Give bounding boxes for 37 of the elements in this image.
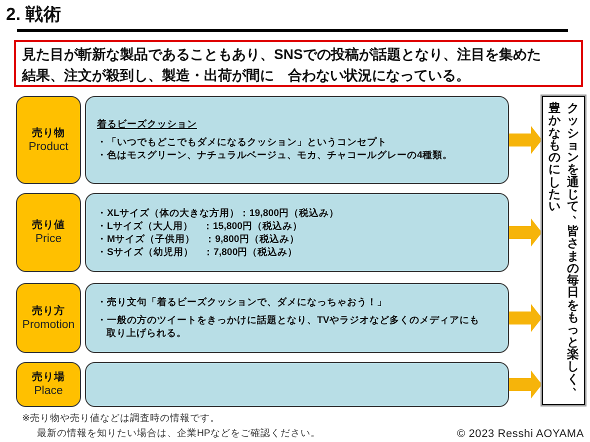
category-box	[16, 193, 81, 272]
arrow	[509, 304, 542, 332]
bullet-item: ・Mサイズ（子供用） ：9,800円（税込み）	[97, 232, 300, 246]
category-name: 売り場	[32, 371, 65, 384]
goal-text: クッションを通じて、皆さまの毎日をもっと楽しく、豊かなものにしたい	[547, 102, 581, 394]
bullet-item: ・Lサイズ（大人用） ：15,800円（税込み）	[97, 220, 303, 232]
content-panel	[85, 193, 509, 272]
bullet-item: ・色はモスグリーン、ナチュラルベージュ、モカ、チャコールグレーの4種類。	[97, 149, 452, 162]
category-name-english: Product	[28, 140, 68, 154]
summary-box	[14, 40, 583, 87]
category-name: 売り方	[32, 304, 65, 318]
category-name-english: Price	[35, 232, 62, 246]
title: 2. 戦術	[6, 4, 62, 24]
summary-text: 見た目が斬新な製品であることもあり、SNSでの投稿が話題となり、注目を集めた結果、注文が殺到し、製造・出荷が間に 合わない状況になっている。	[22, 45, 542, 85]
goal-box	[542, 96, 585, 405]
category-name: 売り値	[32, 219, 65, 232]
category-name: 売り物	[32, 126, 65, 140]
bullet-item: ・一般の方のツイートをきっかけに話題となり、TVやラジオなど多くのメディアにも取り上げられる。	[97, 314, 480, 340]
bullet-item: ・「いつでもどこでもダメになるクッション」というコンセプト	[97, 136, 387, 149]
footnote: ※売り物や売り値などは調査時の情報です。	[22, 413, 220, 425]
category-box	[16, 283, 81, 353]
footnote: 最新の情報を知りたい場合は、企業HPなどをご確認ください。	[37, 428, 320, 440]
content-panel	[85, 362, 509, 407]
arrow	[509, 218, 542, 246]
bullet-item: ・Sサイズ（幼児用） ：7,800円（税込み）	[97, 246, 298, 258]
copyright-text: © 2023 Resshi AOYAMA	[456, 428, 584, 441]
content-panel	[85, 96, 509, 184]
arrow	[509, 126, 542, 154]
category-name-english: Place	[34, 384, 63, 398]
content-panel	[85, 283, 509, 353]
category-box	[16, 362, 81, 407]
bullet-item: ・XLサイズ（体の大きな方用）：19,800円（税込み）	[97, 206, 340, 220]
arrow	[509, 370, 542, 398]
category-box	[16, 96, 81, 184]
item-heading: 着るビーズクッション	[97, 118, 197, 131]
category-name-english: Promotion	[22, 318, 75, 332]
bullet-item: ・売り文句「着るビーズクッションで、ダメになっちゃおう！」	[97, 296, 388, 309]
